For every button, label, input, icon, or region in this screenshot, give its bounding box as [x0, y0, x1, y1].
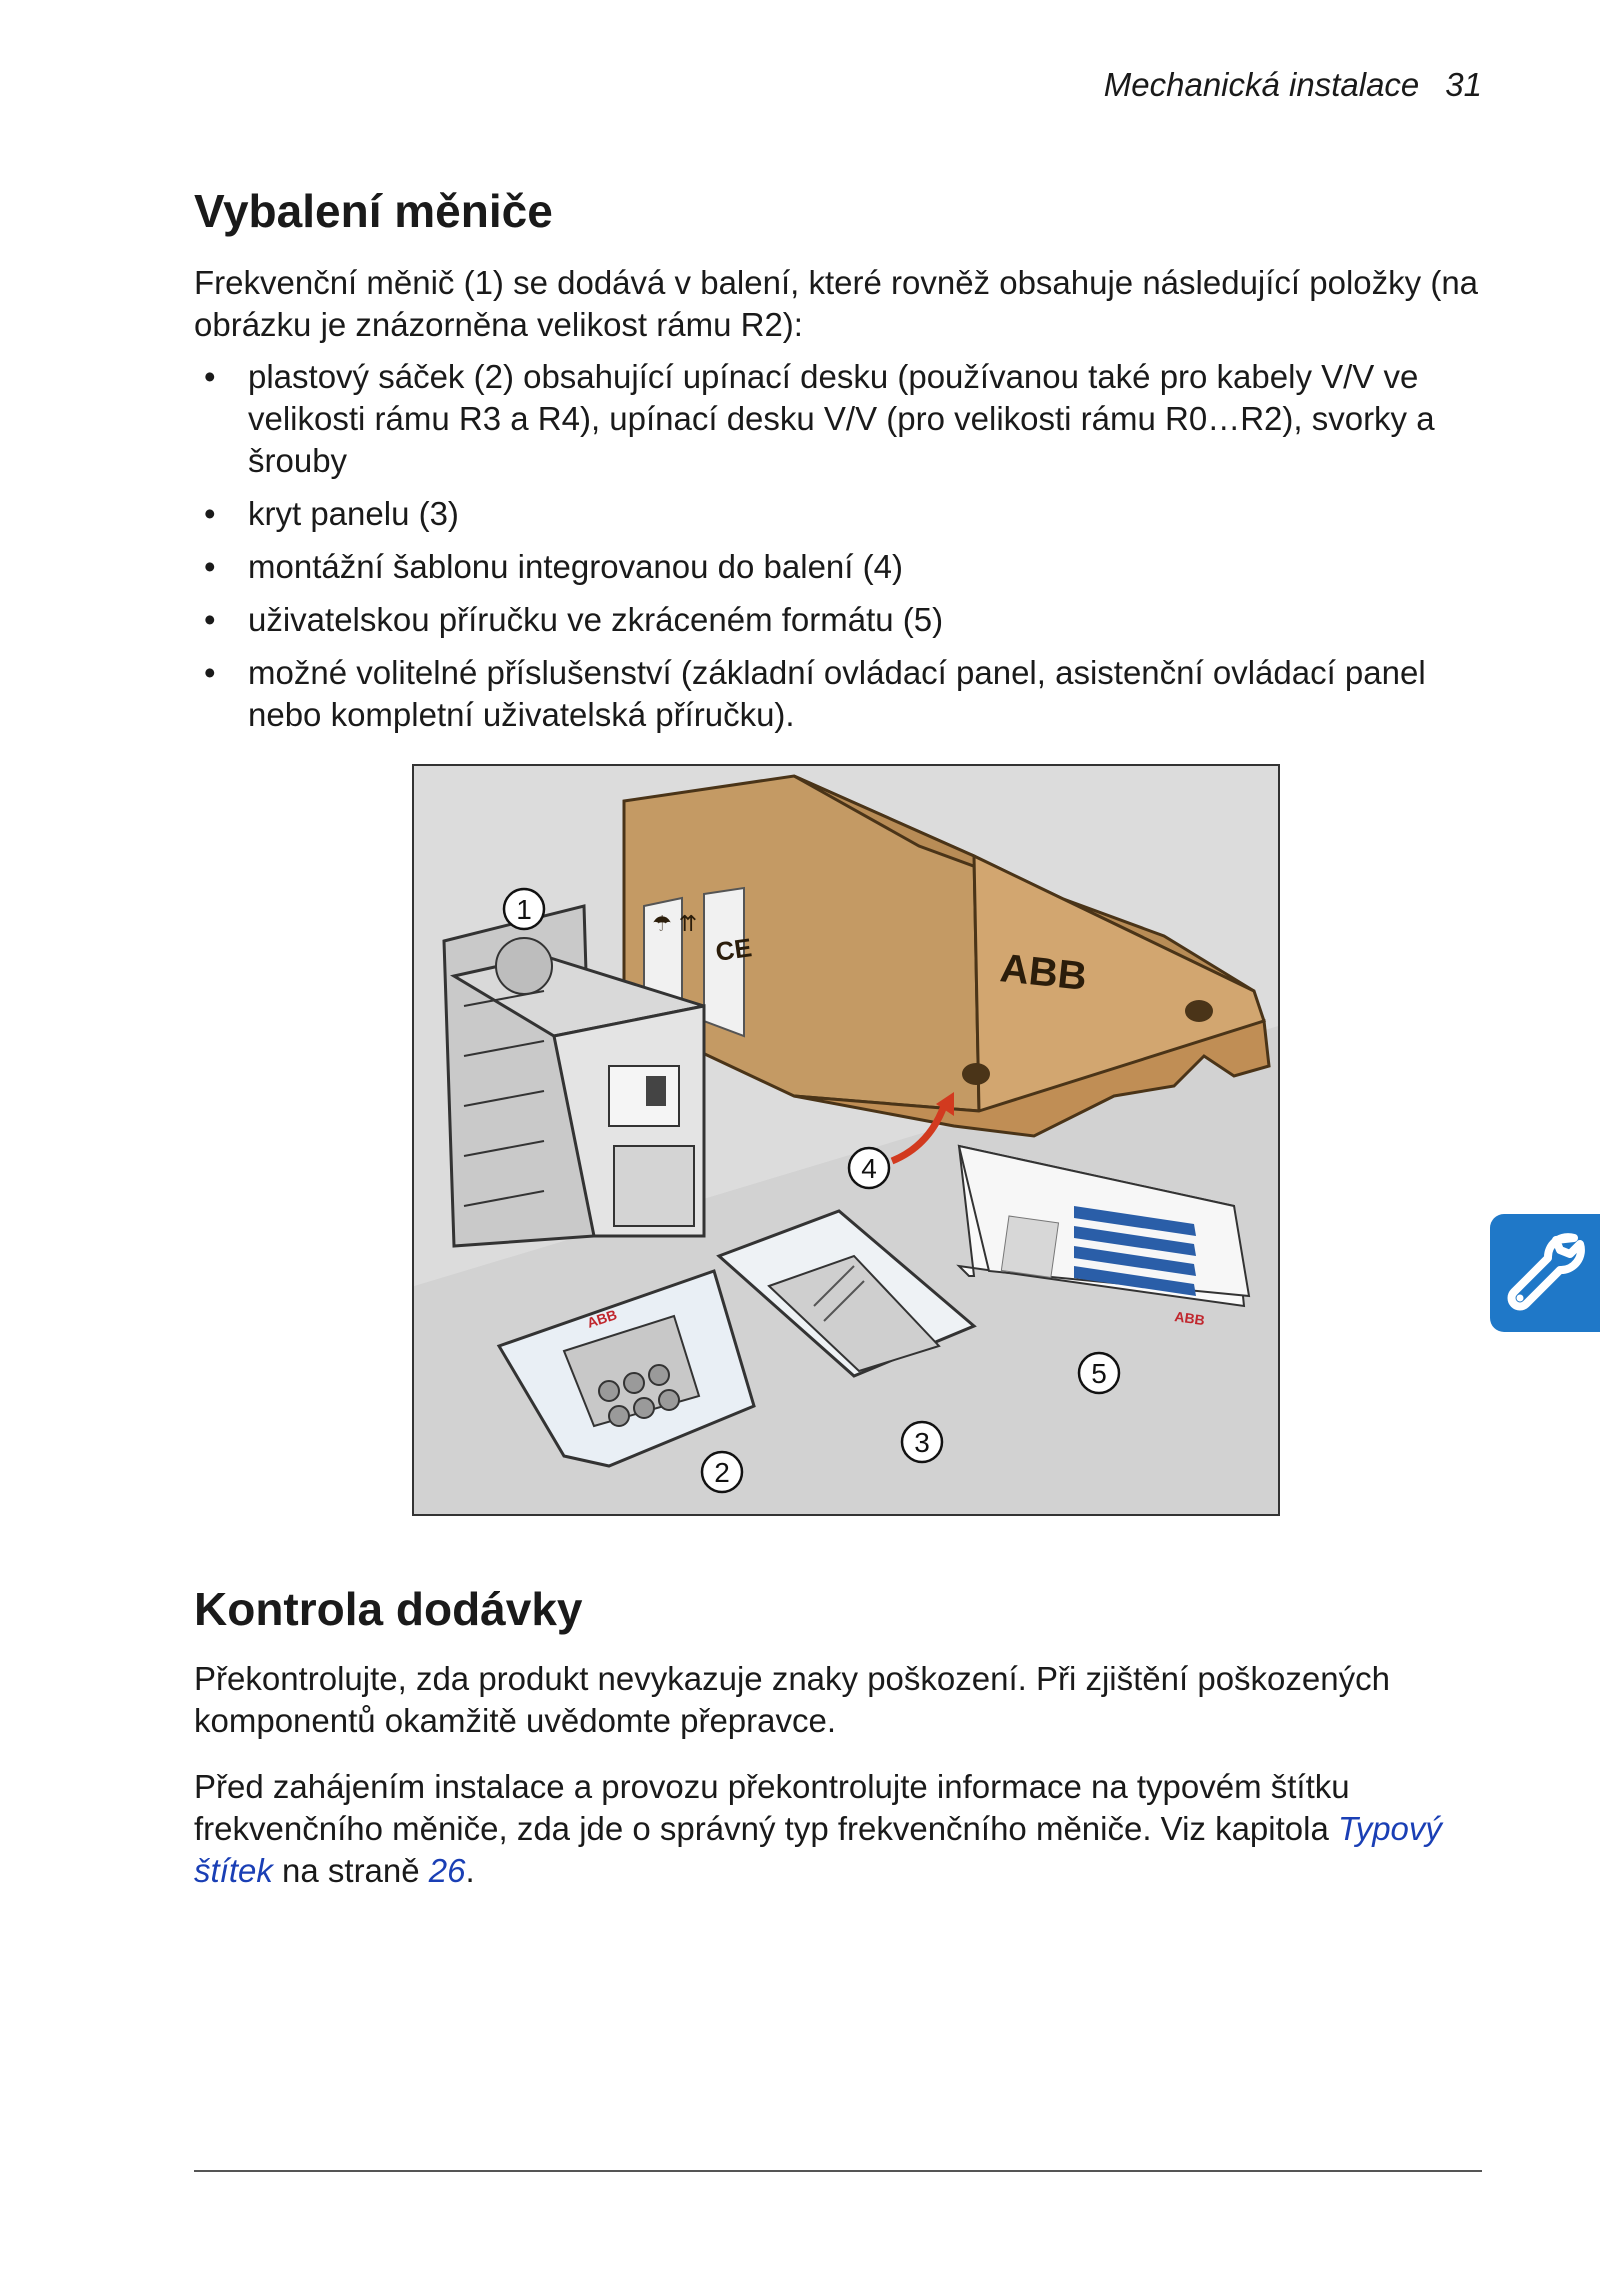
short-user-manual: ABB	[956, 1144, 1251, 1328]
list-item: •montážní šablonu integrovanou do balení…	[194, 546, 1494, 588]
box-brand-logo: ABB	[998, 946, 1089, 999]
nameplate-chapter-link[interactable]: Typový štítek	[194, 1810, 1442, 1889]
callout-3: 3	[900, 1420, 944, 1464]
list-item: •kryt panelu (3)	[194, 493, 1494, 535]
page-number: 31	[1445, 66, 1482, 103]
list-item: •možné volitelné příslušenství (základní…	[204, 654, 1426, 733]
drive-unit	[442, 904, 706, 1248]
svg-text:3: 3	[914, 1427, 930, 1458]
handling-symbols-icon: ☂ ⇈	[652, 912, 697, 937]
intro-paragraph: Frekvenční měnič (1) se dodává v balení,…	[194, 264, 1479, 343]
list-item: •plastový sáček (2) obsahující upínací d…	[204, 358, 1435, 479]
svg-text:4: 4	[861, 1153, 877, 1184]
svg-text:2: 2	[714, 1457, 730, 1488]
footer-divider	[194, 2170, 1482, 2172]
mechanical-installation-tab	[1490, 1214, 1600, 1332]
wrench-icon	[1507, 1233, 1585, 1311]
svg-text:1: 1	[516, 894, 532, 925]
section-heading-unpacking: Vybalení měniče	[194, 185, 553, 237]
bullet-icon: •	[204, 654, 216, 691]
callout-1: 1	[502, 887, 546, 931]
delivery-check-paragraph: Překontrolujte, zda produkt nevykazuje z…	[194, 1660, 1390, 1739]
callout-5: 5	[1077, 1351, 1121, 1395]
delivery-items-list: •plastový sáček (2) obsahující upínací d…	[194, 356, 1494, 747]
bullet-icon: •	[204, 495, 216, 532]
template-arrow-icon	[890, 1104, 948, 1165]
bullet-icon: •	[204, 358, 216, 395]
package-contents-illustration: ABB CE ☂ ⇈	[412, 764, 1280, 1516]
illustration-svg: ABB CE ☂ ⇈	[414, 766, 1278, 1514]
callout-4: 4	[847, 1146, 891, 1190]
page-26-link[interactable]: 26	[428, 1852, 466, 1889]
running-header-title: Mechanická instalace	[1103, 66, 1420, 103]
panel-cover-package	[716, 1209, 977, 1378]
running-header: Mechanická instalace 31	[1104, 66, 1482, 104]
callout-2: 2	[700, 1450, 744, 1494]
nameplate-check-paragraph: Před zahájením instalace a provozu překo…	[194, 1768, 1442, 1889]
svg-text:5: 5	[1091, 1358, 1107, 1389]
list-item: •uživatelskou příručku ve zkráceném form…	[194, 599, 1494, 641]
plastic-bag-clamp-plates: ABB	[496, 1269, 756, 1468]
section-heading-delivery-check: Kontrola dodávky	[194, 1583, 583, 1635]
ce-mark: CE	[714, 932, 754, 967]
bullet-icon: •	[204, 548, 216, 585]
bullet-icon: •	[204, 601, 216, 638]
manual-brand-logo: ABB	[1174, 1308, 1206, 1328]
